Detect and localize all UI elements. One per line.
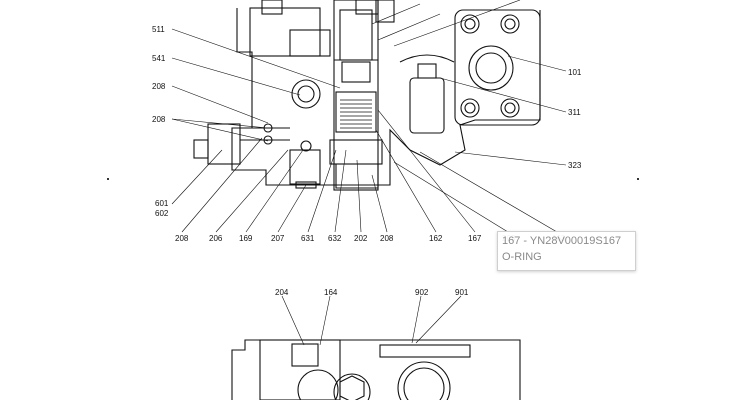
tooltip-title: 167 - YN28V00019S167 xyxy=(502,235,622,247)
part-label-167: 167 xyxy=(468,234,482,243)
part-label-631: 631 xyxy=(301,234,315,243)
part-label-323: 323 xyxy=(568,161,582,170)
part-label-169: 169 xyxy=(239,234,253,243)
part-label-204: 204 xyxy=(275,288,289,297)
crop-mark-left xyxy=(107,178,109,180)
part-label-902: 902 xyxy=(415,288,429,297)
crop-mark-right xyxy=(637,178,639,180)
part-label-101: 101 xyxy=(568,68,582,77)
part-label-541: 541 xyxy=(152,54,166,63)
part-label-511: 511 xyxy=(152,25,165,34)
part-label-208: 208 xyxy=(152,82,166,91)
part-label-208: 208 xyxy=(380,234,394,243)
part-label-208: 208 xyxy=(152,115,166,124)
tooltip-subtitle: O-RING xyxy=(502,251,542,263)
part-label-208: 208 xyxy=(175,234,189,243)
part-label-632: 632 xyxy=(328,234,342,243)
part-label-206: 206 xyxy=(209,234,223,243)
part-label-601: 601 xyxy=(155,199,169,208)
part-label-311: 311 xyxy=(568,108,581,117)
part-label-164: 164 xyxy=(324,288,338,297)
part-label-207: 207 xyxy=(271,234,285,243)
part-tooltip: 167 - YN28V00019S167 O-RING xyxy=(497,231,636,271)
part-label-202: 202 xyxy=(354,234,368,243)
part-label-602: 602 xyxy=(155,209,169,218)
part-label-162: 162 xyxy=(429,234,443,243)
part-label-901: 901 xyxy=(455,288,469,297)
